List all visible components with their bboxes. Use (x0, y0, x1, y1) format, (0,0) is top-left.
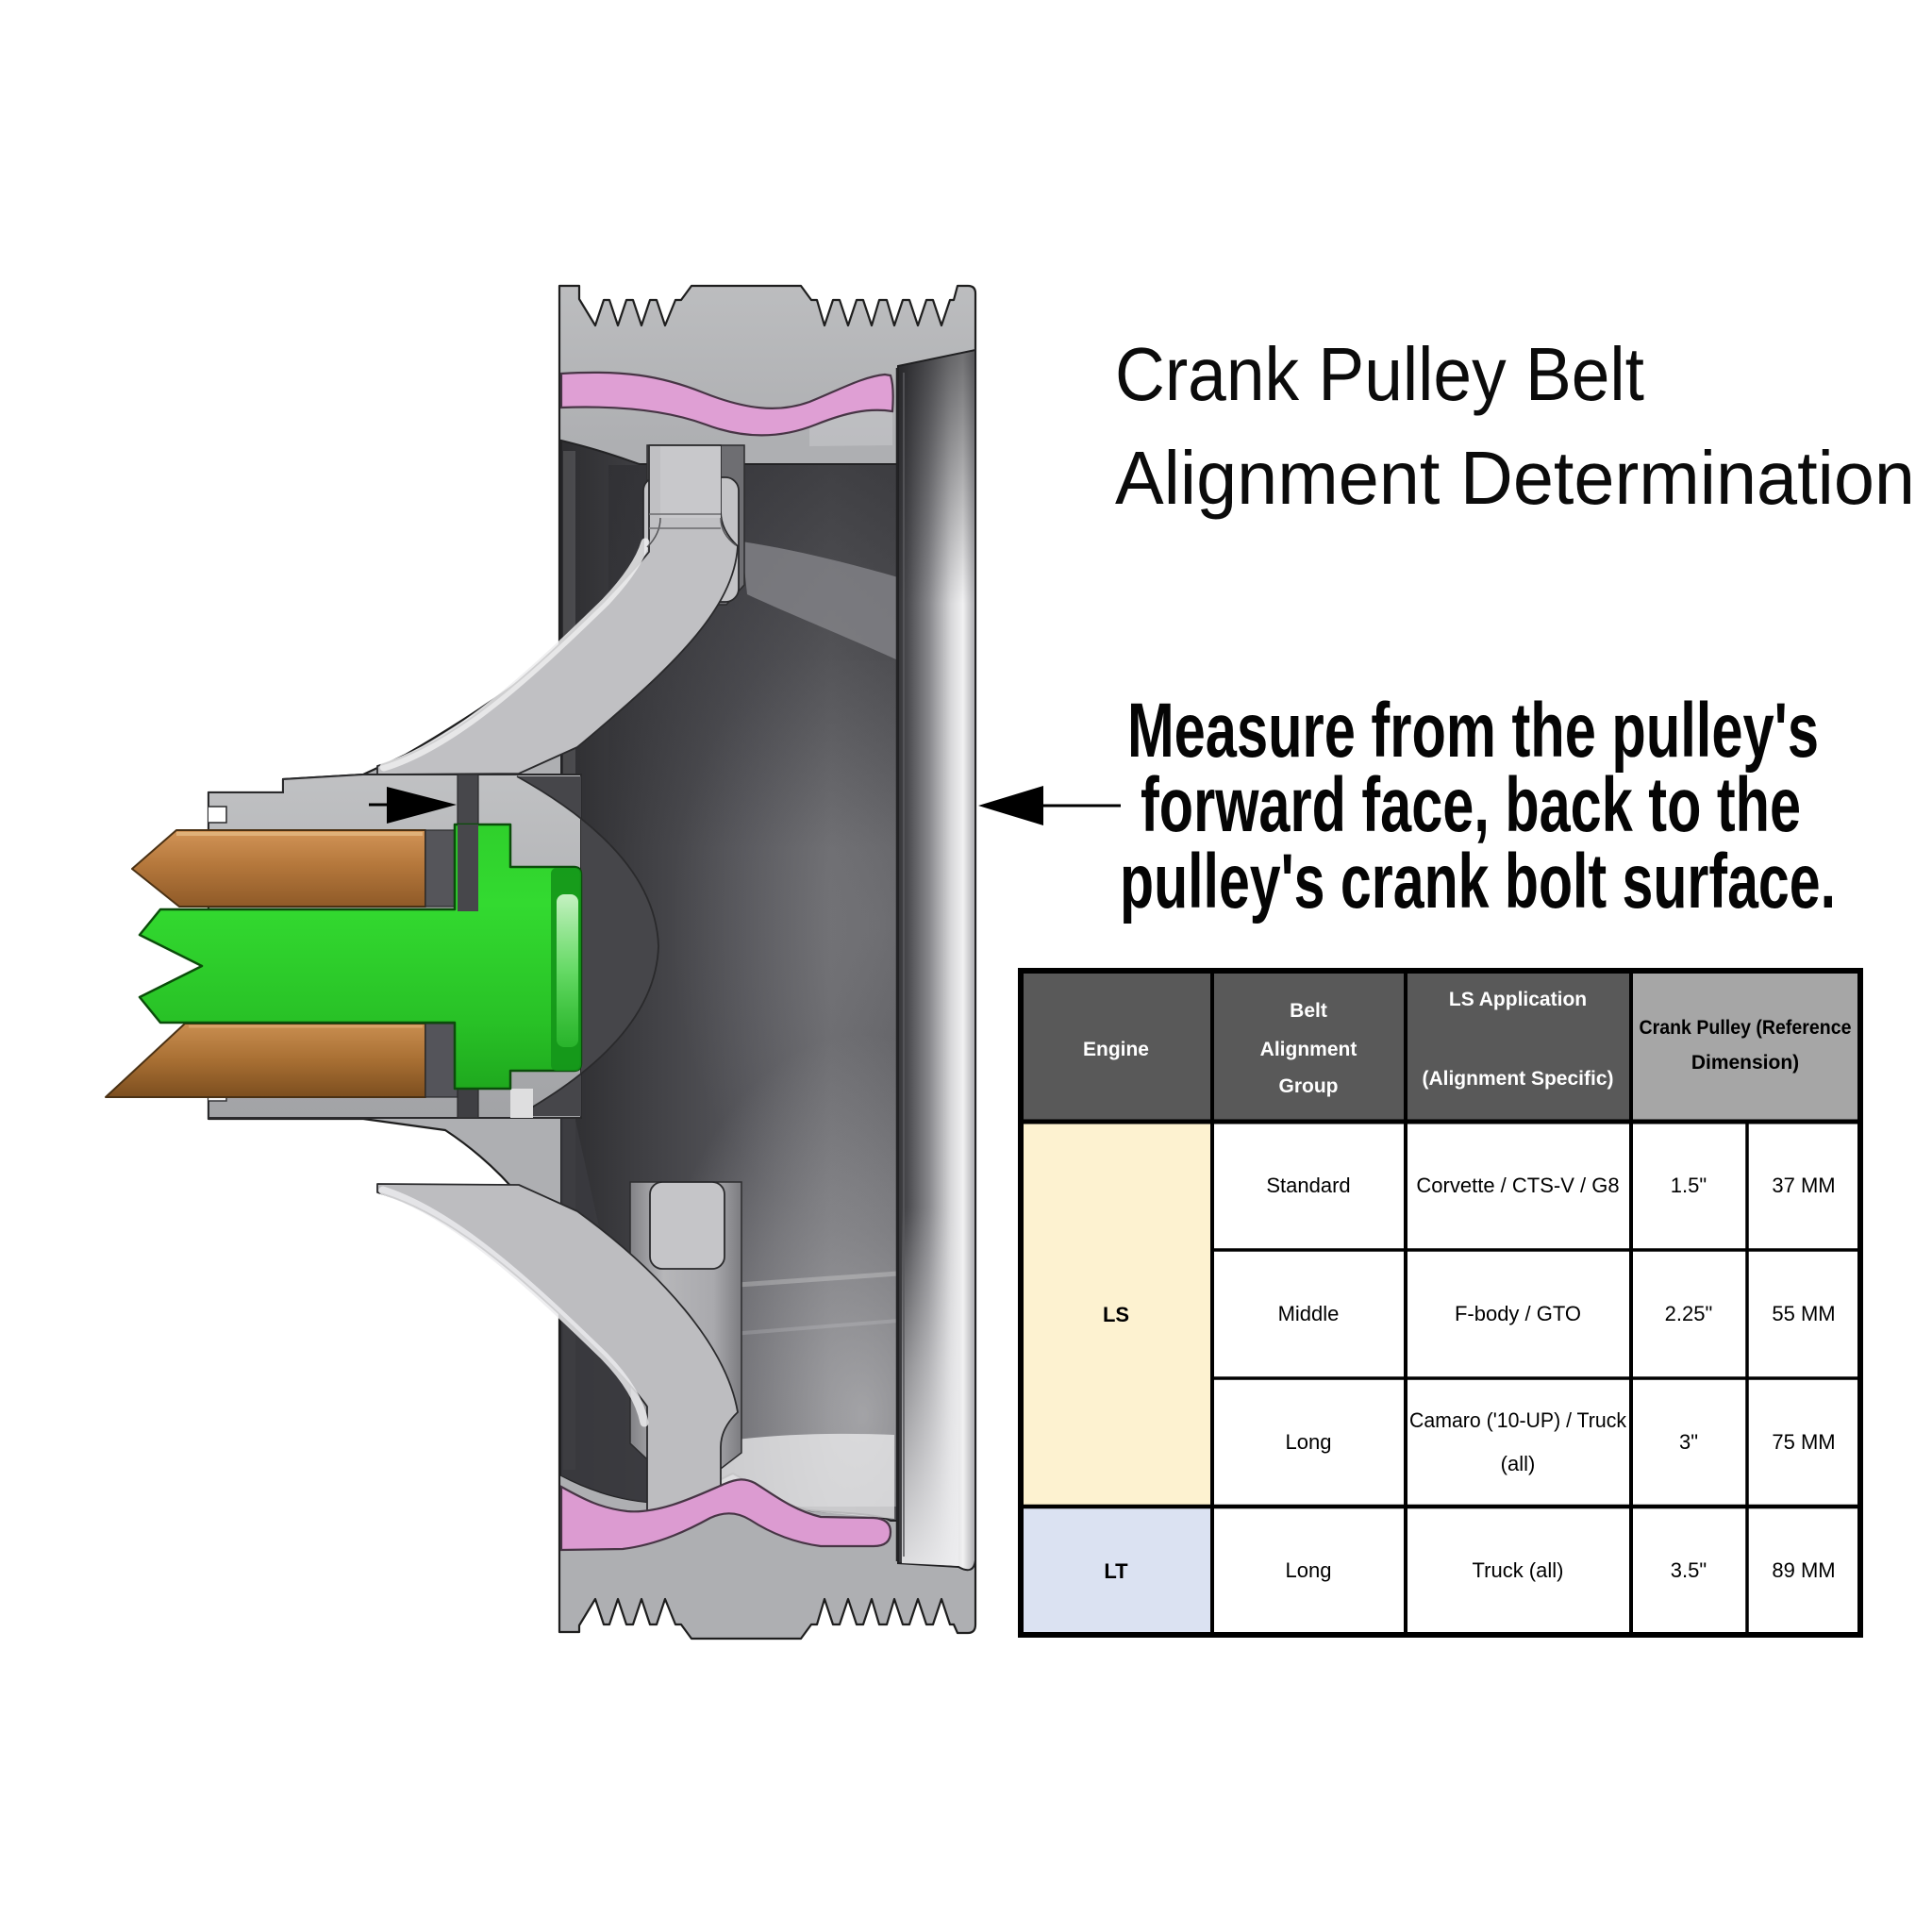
svg-text:3": 3" (1679, 1430, 1698, 1454)
svg-text:Middle: Middle (1278, 1302, 1340, 1325)
svg-text:LT: LT (1104, 1559, 1128, 1583)
svg-text:75 MM: 75 MM (1772, 1430, 1835, 1454)
svg-text:37 MM: 37 MM (1772, 1174, 1835, 1197)
svg-text:Alignment: Alignment (1260, 1039, 1357, 1060)
svg-text:LS Application: LS Application (1449, 989, 1587, 1010)
svg-text:forward face, back to the: forward face, back to the (1141, 762, 1801, 848)
svg-text:Dimension): Dimension) (1691, 1052, 1799, 1074)
svg-text:Crank Pulley (Reference: Crank Pulley (Reference (1640, 1017, 1852, 1039)
svg-text:2.25": 2.25" (1665, 1302, 1713, 1325)
svg-text:(all): (all) (1501, 1452, 1536, 1475)
svg-text:LS: LS (1103, 1303, 1129, 1326)
svg-text:F-body / GTO: F-body / GTO (1455, 1302, 1581, 1325)
svg-text:Long: Long (1286, 1430, 1332, 1454)
svg-text:89 MM: 89 MM (1772, 1558, 1835, 1582)
svg-text:55 MM: 55 MM (1772, 1302, 1835, 1325)
svg-text:Measure from the pulley's: Measure from the pulley's (1127, 688, 1819, 774)
svg-text:3.5": 3.5" (1671, 1558, 1707, 1582)
svg-text:1.5": 1.5" (1671, 1174, 1707, 1197)
svg-text:Corvette / CTS-V / G8: Corvette / CTS-V / G8 (1416, 1174, 1619, 1197)
svg-text:Engine: Engine (1083, 1039, 1149, 1060)
svg-text:Group: Group (1279, 1075, 1339, 1097)
svg-text:Standard: Standard (1266, 1174, 1350, 1197)
svg-text:Camaro ('10-UP) / Truck: Camaro ('10-UP) / Truck (1409, 1408, 1627, 1432)
svg-text:(Alignment Specific): (Alignment Specific) (1422, 1068, 1613, 1090)
svg-text:Crank Pulley Belt: Crank Pulley Belt (1115, 332, 1644, 416)
svg-text:Belt: Belt (1290, 1000, 1327, 1022)
svg-text:Truck (all): Truck (all) (1473, 1558, 1564, 1582)
svg-text:pulley's crank bolt surface.: pulley's crank bolt surface. (1120, 839, 1836, 924)
svg-text:Alignment Determination: Alignment Determination (1115, 436, 1915, 520)
svg-text:Long: Long (1286, 1558, 1332, 1582)
